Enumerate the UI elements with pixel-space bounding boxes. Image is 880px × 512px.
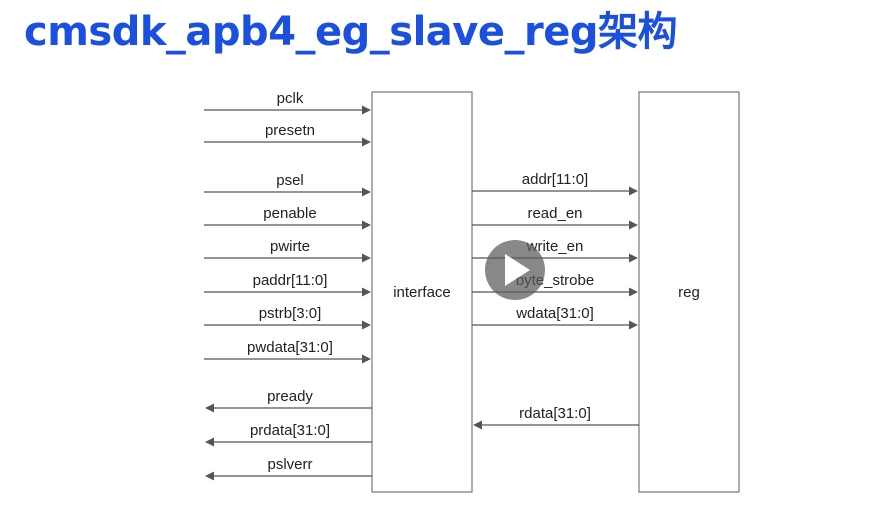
signal-label-addr-11-0: addr[11:0] (522, 171, 588, 188)
signal-label-write-en: write_en (526, 238, 584, 255)
signal-label-wdata-31-0: wdata[31:0] (515, 305, 594, 322)
play-icon (505, 254, 530, 286)
signal-label-pwdata-31-0: pwdata[31:0] (247, 339, 333, 356)
signal-label-read-en: read_en (527, 205, 582, 222)
interface-block-label: interface (393, 284, 451, 301)
reg-block (638, 91, 740, 493)
signal-label-pslverr: pslverr (267, 456, 312, 473)
page-title: cmsdk_apb4_eg_slave_reg架构 (24, 9, 678, 55)
signal-label-psel: psel (276, 172, 304, 189)
to-reg-signals: addr[11:0]read_enwrite_enbyte_strobewdat… (472, 171, 638, 330)
signal-label-pwirte: pwirte (270, 238, 310, 255)
play-button[interactable] (485, 240, 545, 300)
interface-block (371, 91, 473, 493)
signal-label-prdata-31-0: prdata[31:0] (250, 422, 330, 439)
signal-label-paddr-11-0: paddr[11:0] (253, 272, 328, 289)
signal-label-presetn: presetn (265, 122, 315, 139)
signal-label-pstrb-3-0: pstrb[3:0] (259, 305, 322, 322)
signal-label-penable: penable (263, 205, 316, 222)
apb-output-signals: pready prdata[31:0] pslverr (205, 388, 372, 481)
signal-label-pready: pready (267, 388, 313, 405)
apb-input-signals: pclk presetn psel penable pwirte paddr[11:0] p… (204, 90, 371, 364)
from-reg-signals: rdata[31:0] (473, 405, 639, 430)
signal-label-pclk: pclk (277, 90, 304, 107)
reg-block-label: reg (678, 284, 700, 301)
signal-label-rdata-31-0: rdata[31:0] (519, 405, 591, 422)
